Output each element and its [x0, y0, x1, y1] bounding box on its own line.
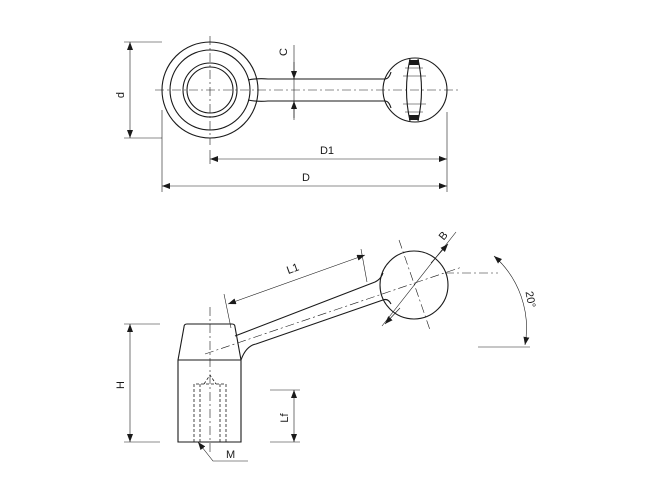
- dimension-b-line: [381, 231, 457, 327]
- dimension-angle-arc: [493, 255, 530, 346]
- dimension-h-label: H: [115, 381, 127, 389]
- dimension-angle-label: 20°: [523, 290, 538, 308]
- hub-body-outline: [177, 323, 242, 443]
- dimension-m-leader: [197, 441, 248, 462]
- dimension-c-label: C: [278, 48, 290, 56]
- dimension-b-label: B: [437, 229, 451, 242]
- arm-angled-centerline: [204, 266, 463, 355]
- dimension-d-label: d: [115, 92, 127, 98]
- knob-grip-top: [409, 60, 419, 65]
- side-view: L1 B 20° H Lf M: [115, 229, 538, 462]
- angled-arm-outline: [234, 272, 392, 361]
- arm-outline: [247, 71, 392, 109]
- dimension-m-label: M: [226, 449, 235, 461]
- dimension-lf-label: Lf: [279, 412, 291, 422]
- side-ball-knob: [379, 250, 449, 320]
- dimension-d-outer-label: D: [302, 172, 310, 184]
- knob-grip-bottom: [409, 115, 419, 120]
- top-view: d C D1 D: [115, 36, 460, 192]
- dimension-d1-label: D1: [320, 145, 334, 157]
- dimension-l1-label: L1: [285, 261, 301, 276]
- dimension-l1-line: [227, 254, 366, 305]
- knob-ribbing-right: [417, 58, 423, 122]
